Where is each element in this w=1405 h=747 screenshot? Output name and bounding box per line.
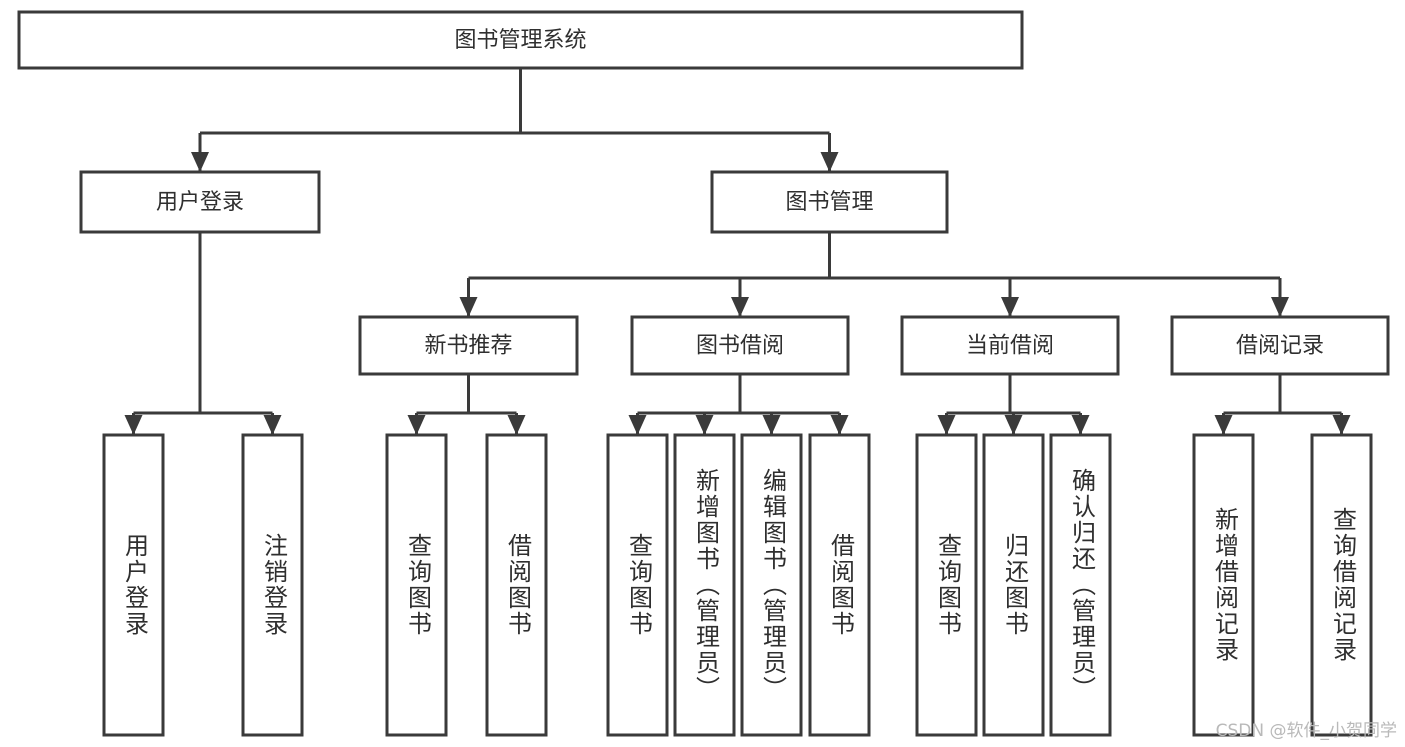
node-box-borrow-book-2[interactable] [808,433,871,737]
arrow-head-icon [628,415,647,435]
node-box-confirm-return-admin[interactable] [1049,433,1112,737]
arrow-head-icon [762,415,781,435]
node-box-current-borrow[interactable] [900,315,1120,376]
connector-layer [124,68,1351,435]
arrow-head-icon [1332,415,1351,435]
node-box-borrow-book-1[interactable] [485,433,548,737]
node-box-query-book-2[interactable] [606,433,669,737]
arrow-head-icon [695,415,714,435]
arrow-head-icon [731,297,749,317]
arrow-head-icon [1071,415,1090,435]
arrow-head-icon [124,415,143,435]
arrow-head-icon [1271,297,1289,317]
arrow-head-icon [407,415,426,435]
node-box-query-book-1[interactable] [385,433,448,737]
node-box-book-borrow[interactable] [630,315,850,376]
node-box-borrow-records[interactable] [1170,315,1390,376]
arrow-head-icon [1004,415,1023,435]
node-box-new-book-recommend[interactable] [358,315,579,376]
box-layer [17,10,1390,737]
node-box-query-book-3[interactable] [915,433,978,737]
node-box-user-login[interactable] [79,170,321,234]
node-label-book-management: 图书管理 [785,190,873,215]
arrow-head-icon [263,415,282,435]
arrow-head-icon [1001,297,1019,317]
arrow-head-icon [937,415,956,435]
node-label-current-borrow: 当前借阅 [966,334,1054,359]
node-box-book-management[interactable] [710,170,949,234]
arrow-head-icon [507,415,526,435]
node-box-query-borrow-record[interactable] [1310,433,1373,737]
arrow-head-icon [820,152,839,172]
node-box-root[interactable] [17,10,1024,70]
node-box-add-book-admin[interactable] [673,433,736,737]
node-box-user-logout[interactable] [241,433,304,737]
node-box-user-login-do[interactable] [102,433,165,737]
node-label-book-borrow: 图书借阅 [696,334,784,359]
arrow-head-icon [830,415,849,435]
arrow-head-icon [191,152,209,172]
node-box-return-book[interactable] [982,433,1045,737]
node-label-user-login: 用户登录 [156,190,244,215]
node-box-add-borrow-record[interactable] [1192,433,1255,737]
arrow-head-icon [1214,415,1233,435]
arrow-head-icon [459,297,478,317]
node-label-borrow-records: 借阅记录 [1236,334,1324,359]
node-label-new-book-recommend: 新书推荐 [424,334,512,359]
node-label-root: 图书管理系统 [454,28,586,53]
node-box-edit-book-admin[interactable] [740,433,803,737]
